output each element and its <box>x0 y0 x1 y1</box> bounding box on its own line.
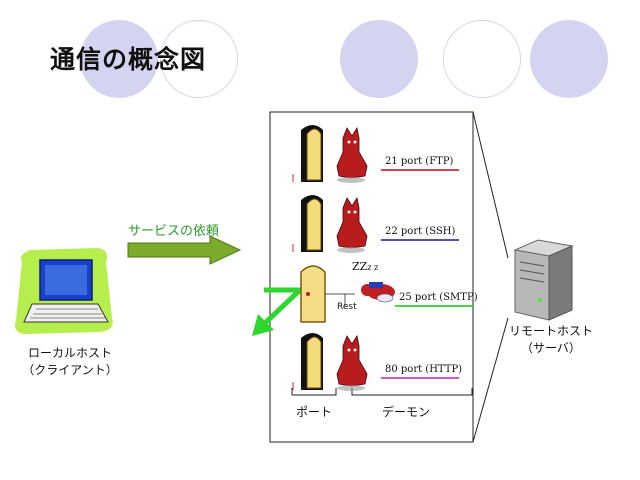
laptop-icon <box>15 248 113 334</box>
sleep-text: ZZz z <box>352 260 379 273</box>
door-icon-open <box>292 125 323 182</box>
client-label-line2: （クライアント） <box>22 363 118 377</box>
port-label: 22 port (SSH) <box>385 226 456 237</box>
door-icon-closed <box>300 265 326 323</box>
bracket-port <box>291 388 337 396</box>
page-title: 通信の概念図 <box>50 45 207 74</box>
decor-circle <box>530 20 608 98</box>
port-label: 21 port (FTP) <box>385 156 454 167</box>
rest-label: Rest <box>337 302 357 312</box>
decor-circle <box>80 20 158 98</box>
port-row-graphic <box>300 265 473 323</box>
port-label: 80 port (HTTP) <box>385 364 463 375</box>
client-label: ローカルホスト （クライアント） <box>10 344 130 378</box>
daemon-icon-sleeping <box>325 282 395 306</box>
daemon-icon <box>336 126 368 183</box>
door-icon-open <box>292 333 323 390</box>
panel-connector-line <box>472 317 509 443</box>
port-label: 25 port (SMTP) <box>399 292 478 303</box>
port-row-graphic <box>292 125 459 183</box>
server-label: リモートホスト （サーバ） <box>496 322 606 356</box>
port-row-graphic <box>292 333 459 391</box>
server-label-line1: リモートホスト <box>508 324 593 338</box>
port-row-graphic <box>292 195 459 253</box>
client-label-line1: ローカルホスト <box>27 346 112 360</box>
daemon-icon <box>336 334 368 391</box>
response-arrow <box>252 287 302 336</box>
daemon-icon <box>336 196 368 253</box>
decor-circle <box>340 20 418 98</box>
bracket-port-label: ポート <box>296 405 333 419</box>
bracket-daemon <box>351 388 473 396</box>
door-icon-open <box>292 195 323 252</box>
bracket-daemon-label: デーモン <box>382 405 431 419</box>
decor-circle <box>160 20 238 98</box>
server-label-line2: （サーバ） <box>521 341 581 355</box>
request-arrow <box>127 235 242 265</box>
decor-circle <box>443 20 521 98</box>
request-label: サービスの依頼 <box>128 224 220 239</box>
panel-connector-line <box>472 111 509 259</box>
server-tower-icon <box>513 239 574 321</box>
